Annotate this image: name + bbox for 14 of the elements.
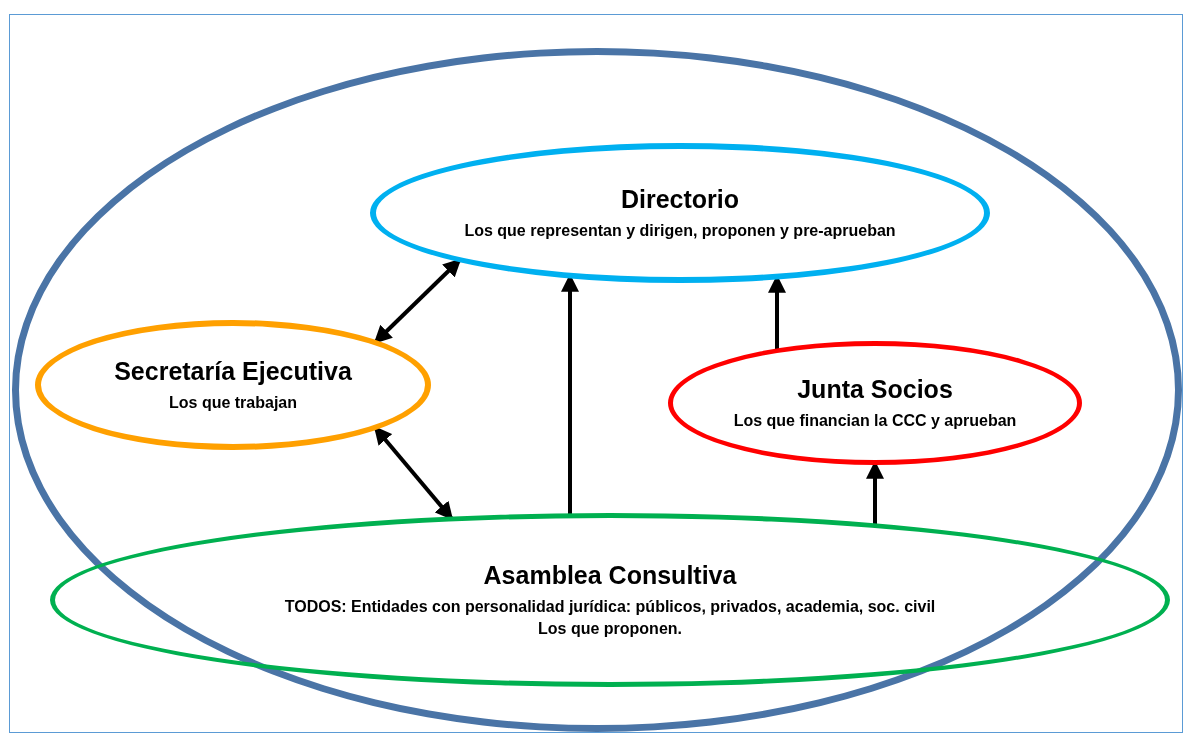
node-description: TODOS: Entidades con personalidad jurídica: públicos, privados, academia, soc. civil — [284, 597, 936, 616]
ellipse-node — [370, 143, 990, 283]
node-description: Los que representan y dirigen, proponen y pre-aprueban — [464, 221, 896, 240]
ellipse-node — [50, 513, 1170, 687]
node-description: Los que trabajan — [169, 393, 297, 412]
node-description: Los que proponen. — [538, 619, 682, 638]
node-title: Secretaría Ejecutiva — [114, 356, 352, 386]
ellipse-node — [35, 320, 431, 450]
node-description: Los que financian la CCC y aprueban — [733, 411, 1017, 430]
node-title: Junta Socios — [797, 374, 953, 404]
ellipse-node — [668, 341, 1082, 465]
node-title: Asamblea Consultiva — [483, 560, 737, 590]
arrow — [373, 258, 462, 344]
node-title: Directorio — [620, 184, 740, 214]
